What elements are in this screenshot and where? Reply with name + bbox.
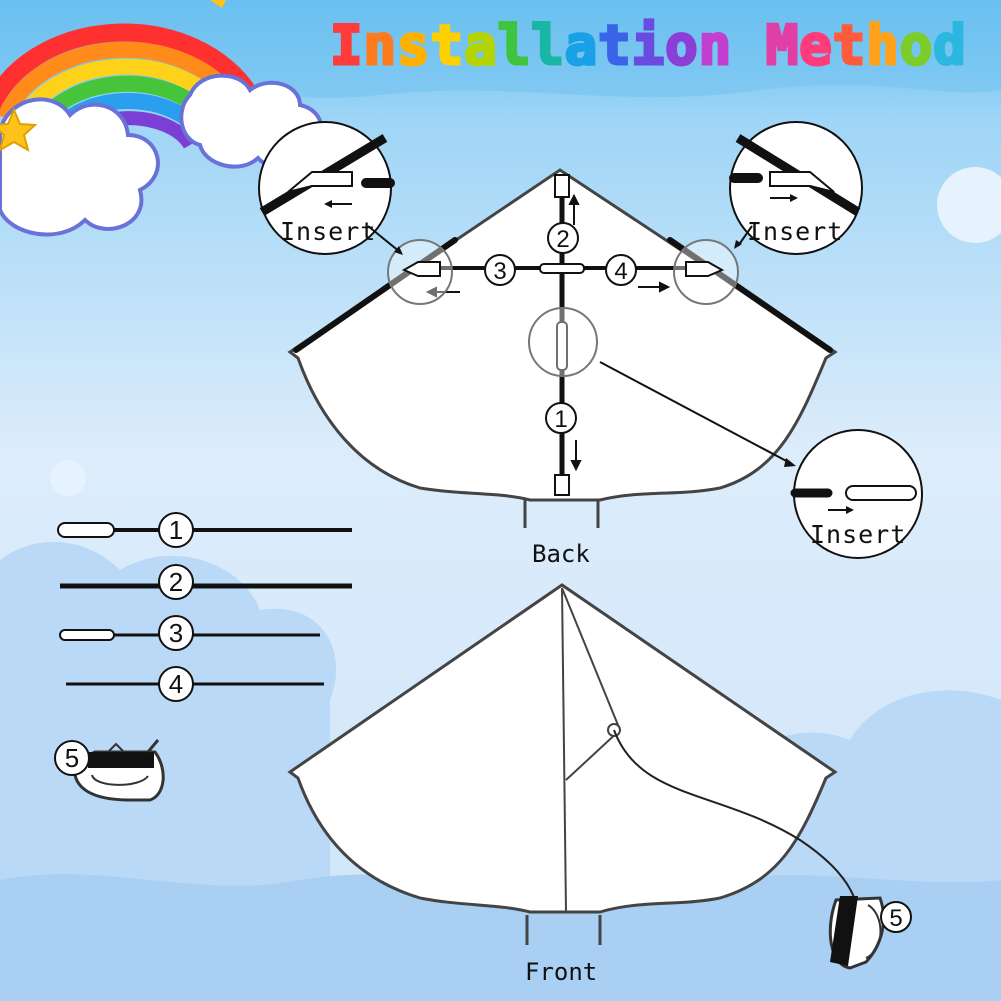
title-letter: o bbox=[664, 13, 699, 79]
background-bubble bbox=[50, 460, 86, 496]
back-spine-top-cap bbox=[554, 174, 570, 198]
part-rod-2 bbox=[60, 564, 352, 600]
title-letter: t bbox=[429, 13, 465, 79]
parts-list bbox=[54, 512, 352, 802]
kite-front-diagram bbox=[287, 583, 856, 945]
zoom-callout-left bbox=[258, 121, 403, 255]
back-leading-edge-left bbox=[293, 237, 458, 353]
back-leading-edge-right bbox=[667, 237, 833, 353]
title-letter: e bbox=[798, 13, 833, 79]
step-badge bbox=[484, 254, 516, 286]
title-letter: d bbox=[932, 13, 967, 79]
back-view-label: Back bbox=[532, 540, 590, 568]
part-number-5: 5 bbox=[65, 743, 79, 773]
step-number-3-back: 3 bbox=[493, 258, 506, 285]
zoom-callout-right bbox=[729, 121, 863, 255]
top-cloud-band bbox=[0, 0, 1001, 98]
title-letter: I bbox=[329, 13, 364, 79]
part-number-3: 3 bbox=[169, 618, 183, 648]
title-letter: i bbox=[630, 13, 666, 79]
joint-clip-detail bbox=[401, 261, 725, 277]
background-cloud-bottom bbox=[0, 874, 1001, 1001]
part-handle-5 bbox=[54, 739, 165, 802]
step-number-2-back: 2 bbox=[556, 226, 569, 253]
title-letter: l bbox=[496, 13, 532, 79]
title-letter: a bbox=[463, 13, 498, 79]
kite-front-flying-line bbox=[613, 729, 856, 901]
title-letter: a bbox=[563, 13, 599, 79]
title-letter: h bbox=[865, 13, 900, 79]
part-rod-1 bbox=[57, 512, 352, 548]
step-number-1-back: 1 bbox=[554, 406, 567, 433]
front-view-label: Front bbox=[525, 958, 598, 986]
title-letter: s bbox=[396, 13, 431, 79]
part-number-2: 2 bbox=[169, 567, 183, 597]
insert-label-left: Insert bbox=[280, 217, 377, 246]
back-spine-joint bbox=[556, 321, 568, 371]
part-rod-4 bbox=[66, 666, 324, 702]
step-badges-back bbox=[484, 222, 637, 434]
title-letter: o bbox=[898, 13, 934, 79]
title-letter: l bbox=[530, 13, 565, 79]
title-letter: n bbox=[362, 13, 398, 79]
page-title: Installation Method bbox=[329, 13, 990, 84]
direction-arrows bbox=[425, 193, 671, 472]
insert-label-center: Insert bbox=[810, 520, 907, 549]
title-letter: n bbox=[697, 13, 733, 79]
kite-front-center-seam bbox=[561, 587, 567, 913]
step-badge bbox=[545, 402, 577, 434]
back-spine-bottom-cap bbox=[554, 474, 570, 496]
step-badge bbox=[605, 254, 637, 286]
front-handle-icon bbox=[828, 896, 912, 970]
title-letter: t bbox=[831, 13, 867, 79]
part-rod-3 bbox=[59, 615, 320, 651]
star-icon bbox=[0, 107, 38, 153]
step-badge bbox=[547, 222, 579, 254]
part-number-4: 4 bbox=[169, 669, 183, 699]
star-icon bbox=[210, 0, 226, 8]
kite-front-outline bbox=[287, 583, 838, 914]
step-number-5-front: 5 bbox=[889, 905, 902, 932]
insert-label-right: Insert bbox=[747, 217, 844, 246]
zoom-callout-center bbox=[599, 361, 923, 559]
title-letter: M bbox=[764, 13, 800, 79]
title-space bbox=[732, 14, 766, 77]
step-number-4-back: 4 bbox=[614, 258, 627, 285]
back-center-connector bbox=[539, 263, 585, 274]
background-bubble bbox=[937, 167, 1001, 243]
part-number-1: 1 bbox=[169, 515, 183, 545]
title-letter: t bbox=[597, 13, 632, 79]
joint-highlight-center bbox=[528, 307, 598, 377]
